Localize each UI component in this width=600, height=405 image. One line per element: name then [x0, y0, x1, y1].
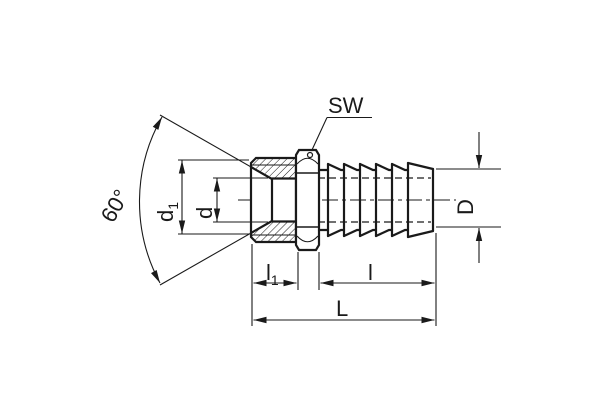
L-label: L	[336, 296, 348, 321]
dimension-d1: d1	[153, 159, 249, 235]
dimension-l1: l1	[251, 244, 299, 326]
hatch-bottom	[252, 222, 295, 241]
tip-taper	[406, 161, 435, 239]
sw-leader-line	[311, 117, 328, 152]
cone-construction-line-bottom	[159, 220, 273, 286]
callout-sw: SW	[311, 93, 372, 152]
angle-arc	[138, 116, 163, 284]
cone-construction-line-top	[159, 114, 273, 180]
dimension-D: D	[436, 132, 501, 263]
hex-outline	[294, 148, 321, 252]
hex-nut	[294, 148, 321, 252]
hatch-top	[252, 159, 295, 178]
fitting-body	[238, 148, 456, 252]
sw-reference-dot	[306, 151, 314, 159]
d-label: d	[192, 207, 217, 219]
angle-label: 60°	[96, 185, 134, 226]
l1-label: l1	[266, 260, 279, 288]
sw-label: SW	[328, 93, 364, 118]
D-label: D	[453, 199, 478, 215]
barb-section	[317, 161, 435, 239]
hex-chamfer-arc-top	[296, 157, 319, 165]
hex-chamfer-arc-bottom	[296, 235, 319, 243]
l-label: l	[368, 260, 373, 285]
dimension-L: L	[253, 296, 435, 324]
d1-label: d1	[153, 202, 181, 222]
dimension-d: d	[192, 177, 268, 223]
dimension-l: l	[318, 233, 437, 326]
